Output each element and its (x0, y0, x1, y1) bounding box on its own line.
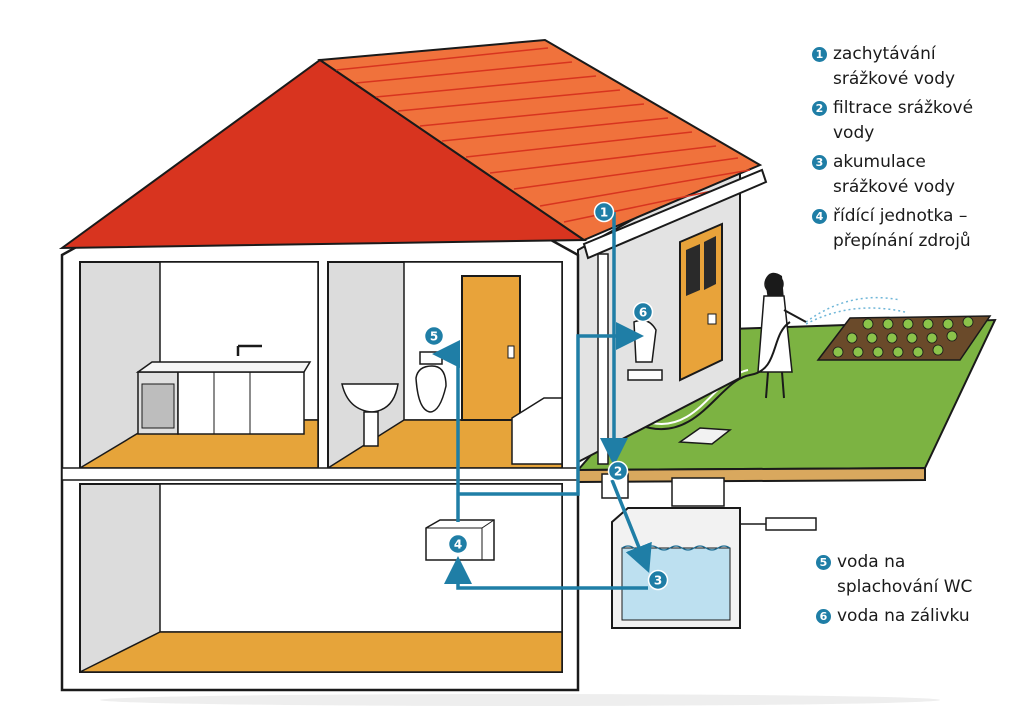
vegetable-bed (816, 315, 992, 361)
legend-top: 1 zachytávání srážkové vody 2 filtrace s… (812, 42, 1017, 258)
marker-1: 1 (593, 201, 615, 223)
garden-door (679, 222, 723, 382)
floor-slab (61, 467, 579, 481)
legend-text-5: voda na splachování WC (837, 552, 973, 597)
marker-3-label: 3 (654, 574, 662, 588)
paving-slab (677, 427, 733, 445)
legend-badge-6: 6 (816, 609, 831, 624)
gutter-downpipe (582, 168, 768, 465)
marker-5-label: 5 (430, 330, 438, 344)
legend-badge-4: 4 (812, 209, 827, 224)
bathroom-door (461, 275, 521, 421)
bathtub (511, 397, 563, 465)
marker-1-label: 1 (600, 206, 608, 220)
marker-6-label: 6 (639, 306, 647, 320)
marker-4: 4 (447, 533, 469, 555)
legend-badge-1: 1 (812, 47, 827, 62)
ground-shadow (100, 694, 940, 706)
legend-text-4: řídící jednotka – přepínání zdrojů (833, 206, 971, 251)
legend-text-1: zachytávání srážkové vody (833, 44, 956, 89)
legend-item-2: 2 filtrace srážkové vody (812, 96, 1017, 146)
legend-badge-5: 5 (816, 555, 831, 570)
flow-arrow-to-tap (458, 322, 644, 496)
legend-item-4: 4 řídící jednotka – přepínání zdrojů (812, 204, 1017, 254)
marker-2: 2 (607, 460, 629, 482)
legend-text-3: akumulace srážkové vody (833, 152, 956, 197)
kitchen-counter (135, 344, 312, 435)
washbasin (341, 383, 399, 447)
basement-room (79, 483, 563, 673)
legend-bottom: 5 voda na splachování WC 6 voda na záliv… (816, 550, 1021, 633)
marker-2-label: 2 (614, 465, 622, 479)
flow-arrow-to-wc (432, 340, 460, 522)
legend-text-6: voda na zálivku (837, 606, 970, 626)
legend-badge-2: 2 (812, 101, 827, 116)
legend-item-1: 1 zachytávání srážkové vody (812, 42, 1017, 92)
roof (58, 38, 763, 250)
gardener-figure (757, 272, 807, 399)
legend-badge-3: 3 (812, 155, 827, 170)
water-spray (805, 296, 901, 323)
toilet (415, 351, 447, 413)
legend-item-5: 5 voda na splachování WC (816, 550, 1021, 600)
legend-item-3: 3 akumulace srážkové vody (812, 150, 1017, 200)
flow-arrow-to-control-unit (444, 556, 648, 590)
flow-arrow-to-tank (610, 479, 652, 573)
marker-4-label: 4 (454, 538, 462, 552)
marker-6: 6 (632, 301, 654, 323)
marker-5: 5 (423, 325, 445, 347)
legend-text-2: filtrace srážkové vody (833, 98, 974, 143)
marker-3: 3 (647, 569, 669, 591)
legend-item-6: 6 voda na zálivku (816, 604, 1021, 629)
storage-tank (611, 507, 817, 629)
flow-arrows (432, 212, 652, 590)
